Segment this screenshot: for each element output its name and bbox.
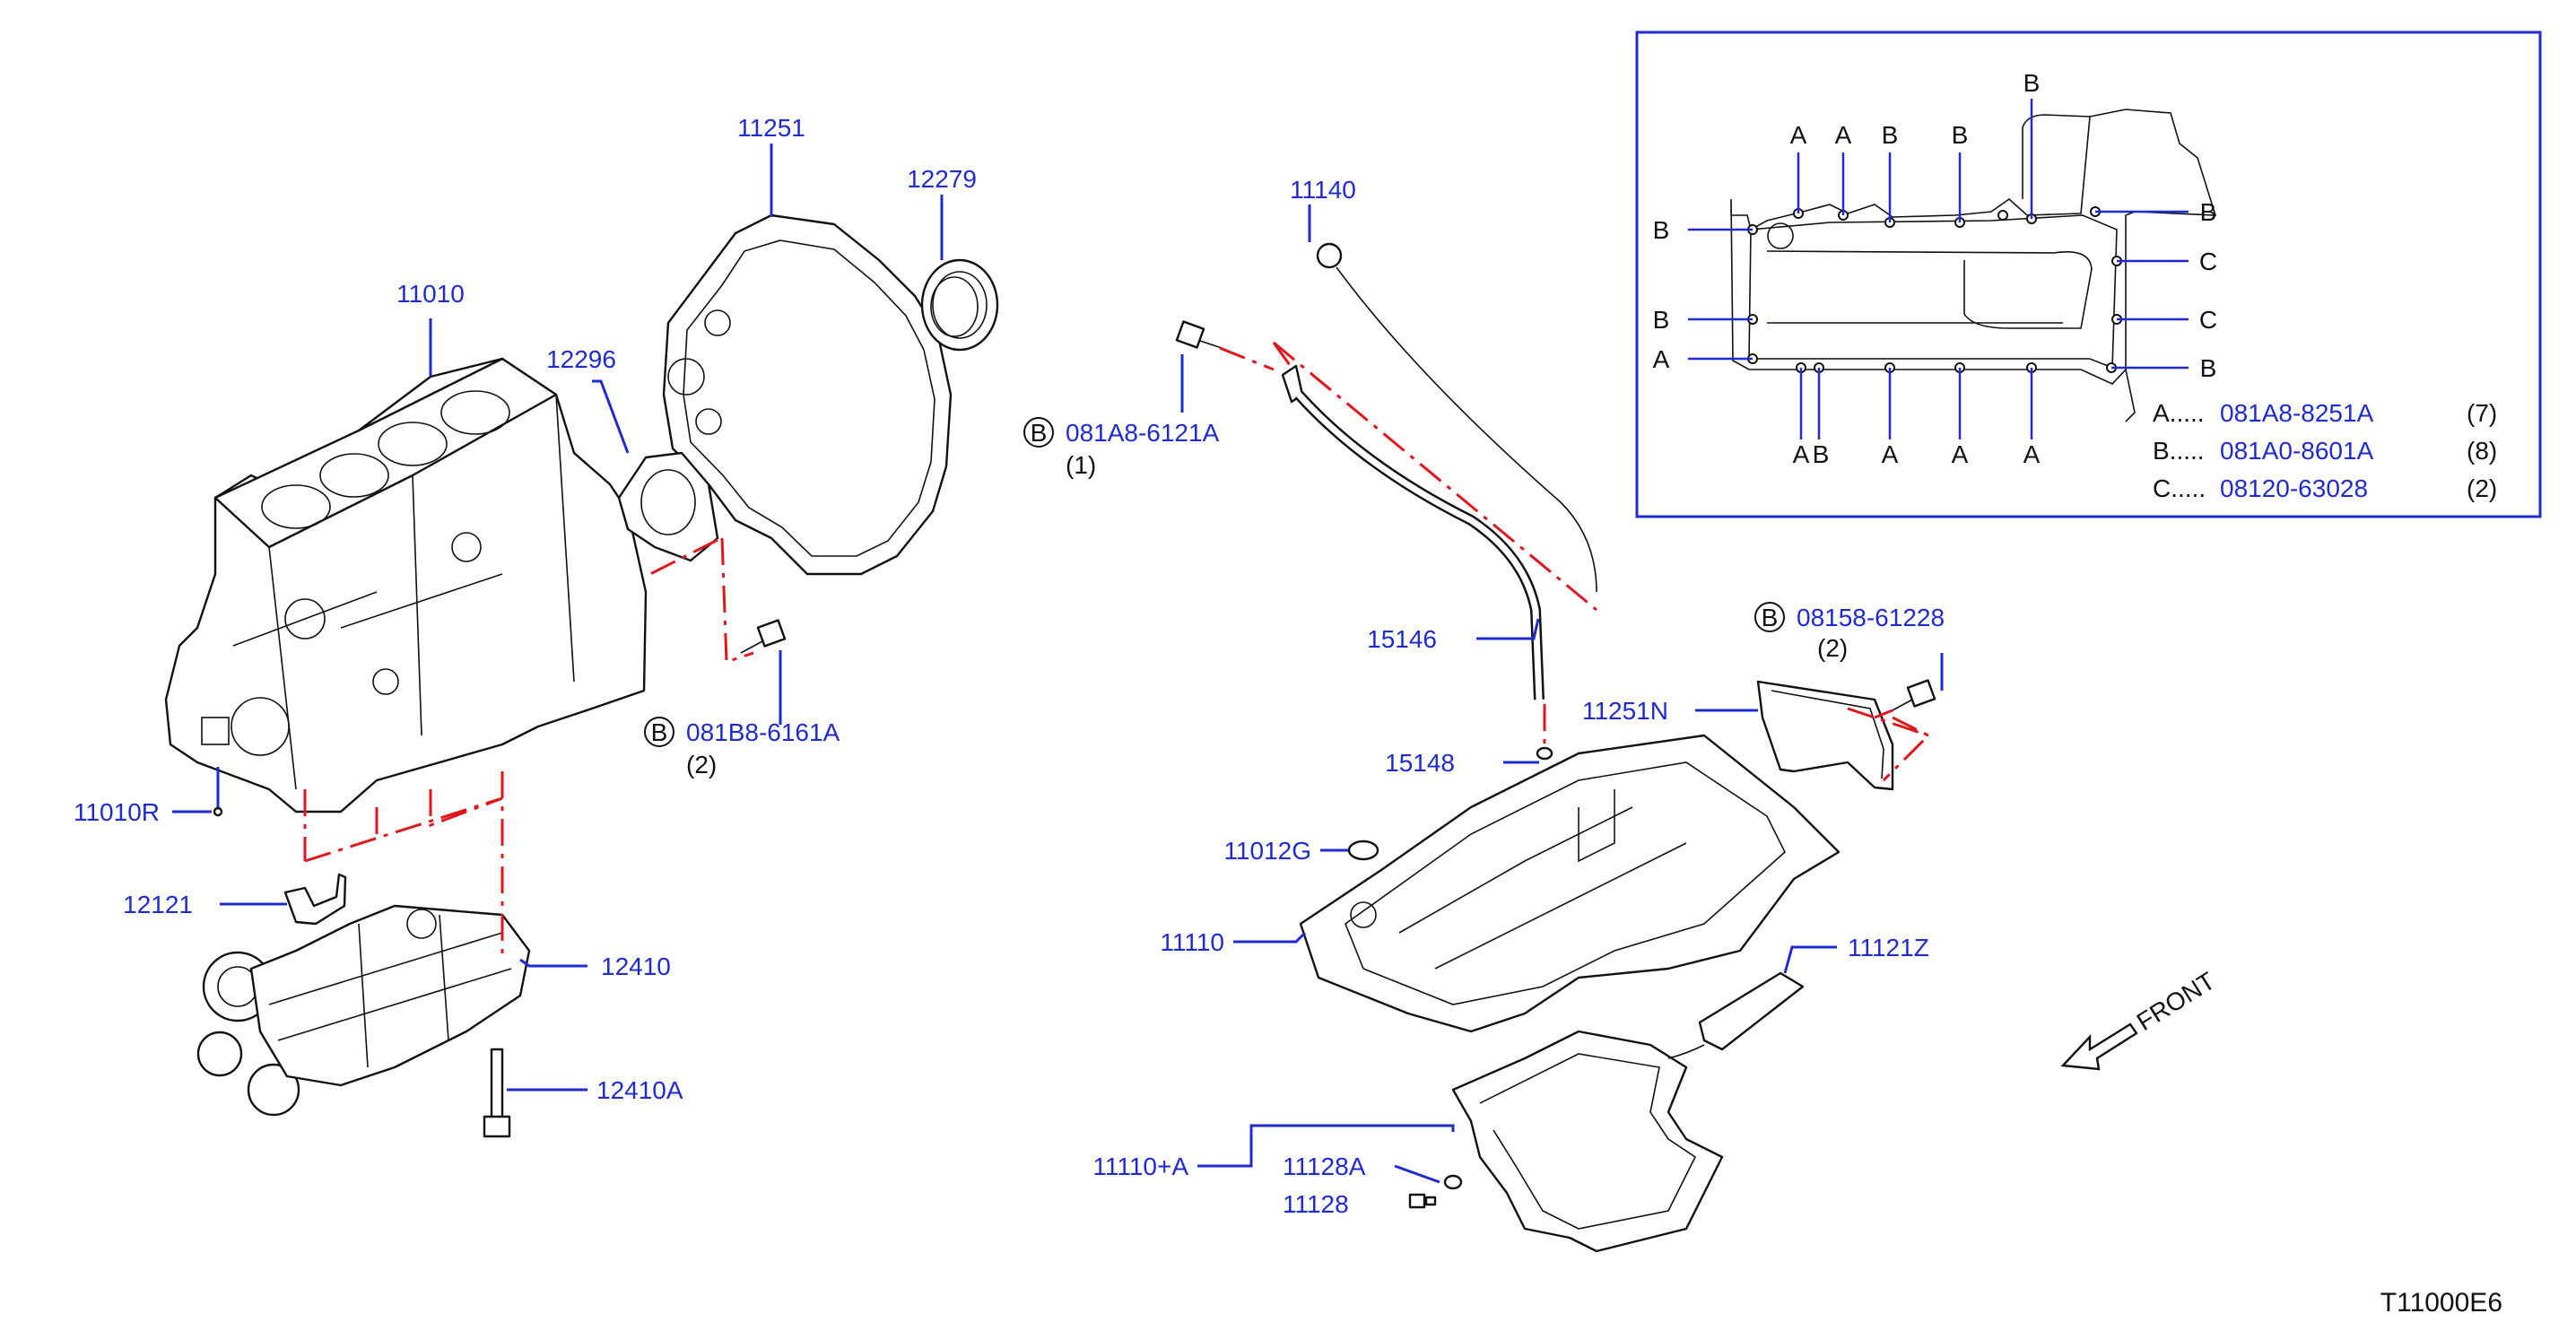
- inset-letter-bottom-1: A: [1793, 440, 1810, 468]
- drain-plug-drawing: [1408, 1193, 1437, 1209]
- callout-12410a[interactable]: 12410A: [596, 1076, 683, 1104]
- callout-12296[interactable]: 12296: [546, 345, 616, 373]
- inset-letter-left-1: B: [1653, 216, 1670, 244]
- callout-08158-61228[interactable]: 08158-61228: [1797, 604, 1945, 631]
- callout-11251n[interactable]: 11251N: [1582, 697, 1668, 725]
- qty-08158-61228: (2): [1817, 634, 1848, 662]
- inset-letter-right-3: C: [2199, 306, 2217, 334]
- legend-qty-c: (2): [2467, 474, 2497, 502]
- callout-11140[interactable]: 11140: [1290, 176, 1356, 204]
- seal-retainer-drawing: [617, 451, 719, 562]
- callout-081a8-6121a[interactable]: 081A8-6121A: [1066, 419, 1220, 447]
- legend-prefix-a: A.....: [2153, 399, 2205, 427]
- callout-12279[interactable]: 12279: [907, 165, 977, 193]
- legend-part-a[interactable]: 081A8-8251A: [2220, 399, 2374, 427]
- callout-081a8-6121a-group: B 081A8-6121A (1): [1023, 417, 1220, 479]
- callout-15146[interactable]: 15146: [1367, 625, 1437, 653]
- inset-letter-top-2: A: [1835, 121, 1852, 149]
- callout-12121[interactable]: 12121: [123, 891, 193, 918]
- inset-letter-right-4: B: [2200, 354, 2217, 382]
- upper-oil-pan-drawing: [1299, 734, 1841, 1033]
- bolt-081a8-drawing: [1175, 320, 1223, 349]
- qty-081b8-6161a: (2): [686, 751, 717, 779]
- callout-11010[interactable]: 11010: [396, 280, 465, 308]
- cylinder-block-drawing: [164, 357, 648, 813]
- inset-letter-right-1: B: [2200, 198, 2217, 226]
- callout-081b8-6161a[interactable]: 081B8-6161A: [686, 718, 840, 746]
- callout-08158-61228-group: B 08158-61228 (2): [1754, 602, 1945, 662]
- legend-part-c[interactable]: 08120-63028: [2220, 474, 2368, 502]
- inset-letter-right-2: C: [2199, 248, 2217, 275]
- inset-letter-bottom-5: A: [2023, 440, 2041, 468]
- legend-qty-b: (8): [2467, 437, 2497, 465]
- callout-11128[interactable]: 11128: [1283, 1190, 1349, 1218]
- circle-b-badge: B: [1031, 419, 1048, 447]
- inset-letter-bottom-2: B: [1813, 440, 1830, 468]
- install-lines: [303, 341, 1931, 960]
- drain-washer-drawing: [1443, 1174, 1463, 1190]
- callout-11012g[interactable]: 11012G: [1223, 837, 1311, 865]
- o-ring-drawing: [1347, 839, 1379, 861]
- legend-prefix-b: B.....: [2153, 437, 2205, 465]
- lower-oil-pan-drawing: [1451, 1030, 1724, 1253]
- legend-part-b[interactable]: 081A0-8601A: [2220, 437, 2374, 465]
- callout-15148[interactable]: 15148: [1385, 749, 1455, 777]
- callout-leaders: [172, 144, 1944, 1184]
- front-label: FRONT: [2132, 967, 2220, 1036]
- callout-11110a[interactable]: 11110+A: [1092, 1153, 1188, 1180]
- callout-11251[interactable]: 11251: [737, 114, 805, 142]
- circle-b-badge: B: [651, 718, 668, 746]
- inset-letter-top-5: B: [2023, 69, 2041, 97]
- rear-plate-drawing: [662, 213, 953, 576]
- callout-12410[interactable]: 12410: [601, 953, 671, 980]
- bolt-location-inset: A A B B B B B A B C C B A B A A A A.....…: [1635, 30, 2542, 518]
- cover-11251n-drawing: [1756, 680, 1894, 791]
- inset-legend: A..... 081A8-8251A (7) B..... 081A0-8601…: [2153, 399, 2497, 502]
- qty-081a8-6121a: (1): [1066, 451, 1096, 479]
- legend-prefix-c: C.....: [2153, 474, 2206, 502]
- plug-11010r-drawing: [213, 806, 223, 817]
- bracket-12121-drawing: [283, 873, 347, 926]
- dipstick-guide-drawing: [1281, 364, 1553, 761]
- oil-seal-drawing: [920, 258, 999, 352]
- callout-11010r[interactable]: 11010R: [74, 798, 160, 826]
- oil-strainer-drawing: [1667, 971, 1805, 1059]
- diagram-code: T11000E6: [2380, 1288, 2502, 1318]
- inset-bolt-dots: [1747, 206, 2122, 373]
- inset-letter-bottom-3: A: [1882, 440, 1899, 468]
- inset-letter-bottom-4: A: [1952, 440, 1969, 468]
- bolt-12410a-drawing: [483, 1048, 511, 1138]
- circle-b-badge: B: [1762, 604, 1779, 631]
- balancer-assembly-drawing: [196, 904, 531, 1117]
- inset-letter-top-4: B: [1952, 121, 1969, 149]
- bolt-08158-drawing: [1892, 679, 1936, 711]
- dipstick-drawing: [1316, 242, 1597, 593]
- callout-11121z[interactable]: 11121Z: [1848, 934, 1929, 961]
- callout-11128a[interactable]: 11128A: [1283, 1153, 1366, 1180]
- callout-081b8-6161a-group: B 081B8-6161A (2): [644, 717, 840, 779]
- inset-letter-left-2: B: [1653, 306, 1670, 334]
- bolt-081b8-drawing: [740, 619, 787, 654]
- inset-letter-left-3: A: [1653, 345, 1670, 373]
- inset-letter-top-1: A: [1790, 121, 1807, 149]
- legend-qty-a: (7): [2467, 399, 2497, 427]
- front-arrow: FRONT: [2060, 967, 2220, 1071]
- callout-11110[interactable]: 11110: [1160, 928, 1224, 956]
- inset-letter-top-3: B: [1882, 121, 1899, 149]
